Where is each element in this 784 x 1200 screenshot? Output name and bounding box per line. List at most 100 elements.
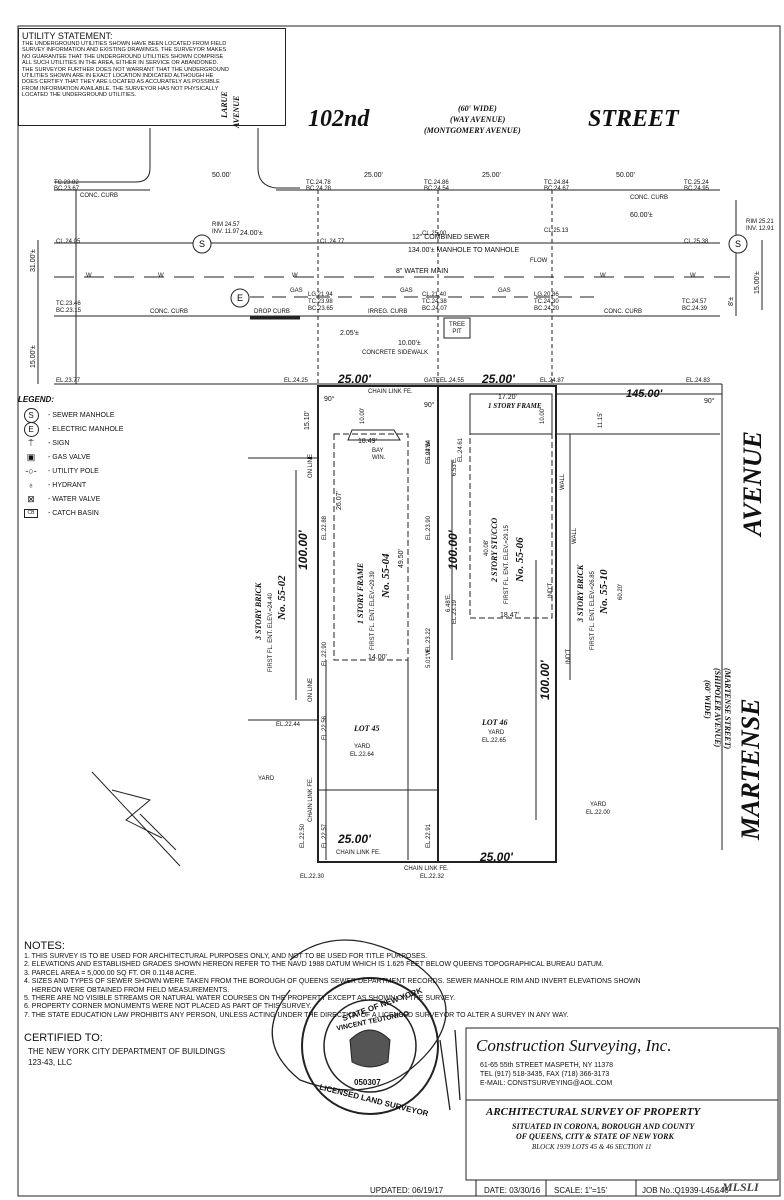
legend-item-sign: ⍑- SIGN — [18, 436, 248, 450]
sign-icon: ⍑ — [28, 437, 34, 448]
win-label: WIN. — [372, 455, 386, 461]
elev-tc-c: TC.24.86 — [424, 180, 449, 186]
conc-curb-1: CONC. CURB — [80, 193, 119, 199]
elev-bc-f: BC.23.15 — [56, 308, 82, 314]
lot-45-label: LOT 45 — [354, 724, 380, 733]
angle-90-b: 90° — [424, 402, 435, 409]
tree-pit-label: TREE PIT — [448, 322, 465, 335]
elev-el-2: EL.24.25 — [284, 378, 309, 384]
surveyor-stamp — [301, 977, 439, 1115]
elev-cl-5: CL.25.38 — [684, 239, 709, 245]
dim-2-05: 2.05'± — [340, 330, 359, 337]
dim-50-left: 50.00' — [212, 172, 231, 179]
company-address: 61-65 55th STREET MASPETH, NY 11378 — [480, 1062, 614, 1069]
w-label-3: W — [292, 273, 298, 279]
larue-curb-left — [54, 128, 151, 183]
elev-tc-i: TC.24.30 — [534, 299, 559, 305]
martense-width-note: (60' WIDE) — [703, 680, 712, 719]
dim-10-a: 10.00' — [360, 407, 366, 424]
gate-label: GATE — [424, 378, 440, 384]
lot-46-yard-el: EL.22.65 — [482, 738, 507, 744]
certified-line-1: THE NEW YORK CITY DEPARTMENT OF BUILDING… — [28, 1047, 226, 1056]
lot-45-yard: YARD — [354, 744, 371, 750]
north-arrow — [91, 771, 181, 867]
sewer-manhole-left — [192, 234, 212, 254]
elev-el-1: EL.23.77 — [56, 378, 81, 384]
front-dim-lot46: 25.00' — [482, 372, 515, 386]
legend-item-water-valve: ⊠- WATER VALVE — [18, 492, 248, 506]
building-55-06-elev: FIRST FL. ENT. ELEV.=29.15 — [504, 525, 510, 604]
larue-label: LARUE — [220, 91, 229, 118]
gas-valve-icon: ▣ — [26, 451, 36, 462]
survey-line-3: BLOCK 1939 LOTS 45 & 46 SECTION 11 — [532, 1143, 652, 1151]
survey-line-2: OF QUEENS, CITY & STATE OF NEW YORK — [516, 1132, 674, 1141]
elev-tc-d: TC.24.84 — [544, 180, 569, 186]
yard-right: YARD — [590, 802, 607, 808]
conc-curb-4: CONC. CURB — [604, 309, 643, 315]
note-4: 4. SIZES AND TYPES OF SEWER SHOWN WERE T… — [24, 978, 641, 986]
notes-title: NOTES: — [24, 940, 65, 952]
rear-dim-lot46: 25.00' — [480, 850, 513, 864]
electric-manhole-icon: E — [23, 421, 39, 437]
dim-50-right: 50.00' — [616, 172, 635, 179]
lot-46-label: LOT 46 — [482, 718, 508, 727]
martense-alt-name-1: (SHIPOLER AVENUE) — [713, 668, 722, 748]
title-block: Construction Surveying, Inc. 61-65 55th … — [466, 1028, 778, 1196]
drop-curb-label: DROP CURB — [254, 309, 290, 315]
lot-46-outline — [437, 385, 557, 863]
front-dim-lot45: 25.00' — [338, 372, 371, 386]
legend-item-sewer-manhole: S- SEWER MANHOLE — [18, 407, 248, 423]
dim-11-15: 11.15' — [598, 412, 604, 428]
elev-lg-1: LG.21.94 — [308, 292, 333, 298]
angle-90-a: 90° — [324, 396, 335, 403]
on-line-2: ON LINE — [308, 677, 314, 702]
elev-bc-a: BC.23.67 — [54, 186, 80, 192]
survey-date: DATE: 03/30/16 — [484, 1186, 541, 1195]
note-4-cont: HEREON WERE OBTAINED FROM FIELD MEASUREM… — [24, 986, 230, 994]
depth-100-right: 100.00' — [538, 660, 552, 700]
gas-label-2: GAS — [400, 288, 413, 294]
building-55-04-type: 1 STORY FRAME — [356, 562, 365, 624]
drawing-border — [17, 25, 781, 1197]
dim-15-10: 15.10' — [304, 411, 311, 430]
elev-22-32: EL.22.32 — [420, 874, 445, 880]
elev-22-30: EL.22.30 — [300, 874, 325, 880]
dim-10-b: 10.00' — [540, 407, 546, 424]
wall-2: WALL — [572, 527, 578, 544]
larue-avenue-label: AVENUE — [232, 95, 241, 128]
dim-25-b: 25.00' — [482, 172, 501, 179]
chain-link-bottom: CHAIN LINK FE. — [336, 850, 381, 856]
conc-curb-2: CONC. CURB — [630, 195, 669, 201]
certified-title: CERTIFIED TO: — [24, 1032, 103, 1044]
survey-line-1: SITUATED IN CORONA, BOROUGH AND COUNTY — [512, 1122, 695, 1131]
depth-100-left: 100.00' — [296, 530, 310, 570]
elev-24-64: EL.24.64 — [426, 439, 432, 464]
elev-tc-j: TC.24.57 — [682, 299, 707, 305]
utility-statement-title: UTILITY STATEMENT: — [22, 31, 113, 41]
note-3: 3. PARCEL AREA = 5,000.00 SQ FT. OR 0.11… — [24, 969, 197, 977]
inv-left: INV. 11.97 — [212, 229, 240, 235]
elev-bc-i: BC.24.20 — [534, 306, 560, 312]
elev-tc-f: TC.23.46 — [56, 301, 81, 307]
elev-23-22: EL.23.22 — [426, 627, 432, 652]
elev-el-5: EL.24.83 — [686, 378, 711, 384]
elev-cl-6: CL.21.40 — [422, 292, 447, 298]
dim-25-a: 25.00' — [364, 172, 383, 179]
street-alt-name-2: (MONTGOMERY AVENUE) — [424, 126, 521, 135]
elev-22-88: EL.22.88 — [322, 515, 328, 540]
yard-right-el: EL.22.00 — [586, 810, 611, 816]
dim-15-left: 15.00'± — [30, 345, 37, 368]
chain-link-vertical: CHAIN LINK FE. — [308, 777, 314, 822]
building-front-frame: 1 STORY FRAME — [488, 402, 542, 410]
elev-22-50: EL.22.50 — [300, 823, 306, 848]
building-55-02-elev: FIRST FL. ENT. ELEV.=24.40 — [268, 593, 274, 672]
company-email: E-MAIL: CONSTSURVEYING@AOL.COM — [480, 1080, 613, 1087]
elev-23-19: EL.23.19 — [452, 599, 458, 624]
elev-cl-4: CL.25.13 — [544, 228, 569, 234]
legend-item-utility-pole: -○-- UTILITY POLE — [18, 464, 248, 478]
certified-line-2: 123-43, LLC — [28, 1058, 73, 1067]
survey-title: ARCHITECTURAL SURVEY OF PROPERTY — [486, 1106, 701, 1118]
dim-10: 10.00'± — [398, 340, 421, 347]
note-7: 7. THE STATE EDUCATION LAW PROHIBITS ANY… — [24, 1011, 569, 1019]
hydrant-icon: ♁ — [27, 480, 35, 490]
